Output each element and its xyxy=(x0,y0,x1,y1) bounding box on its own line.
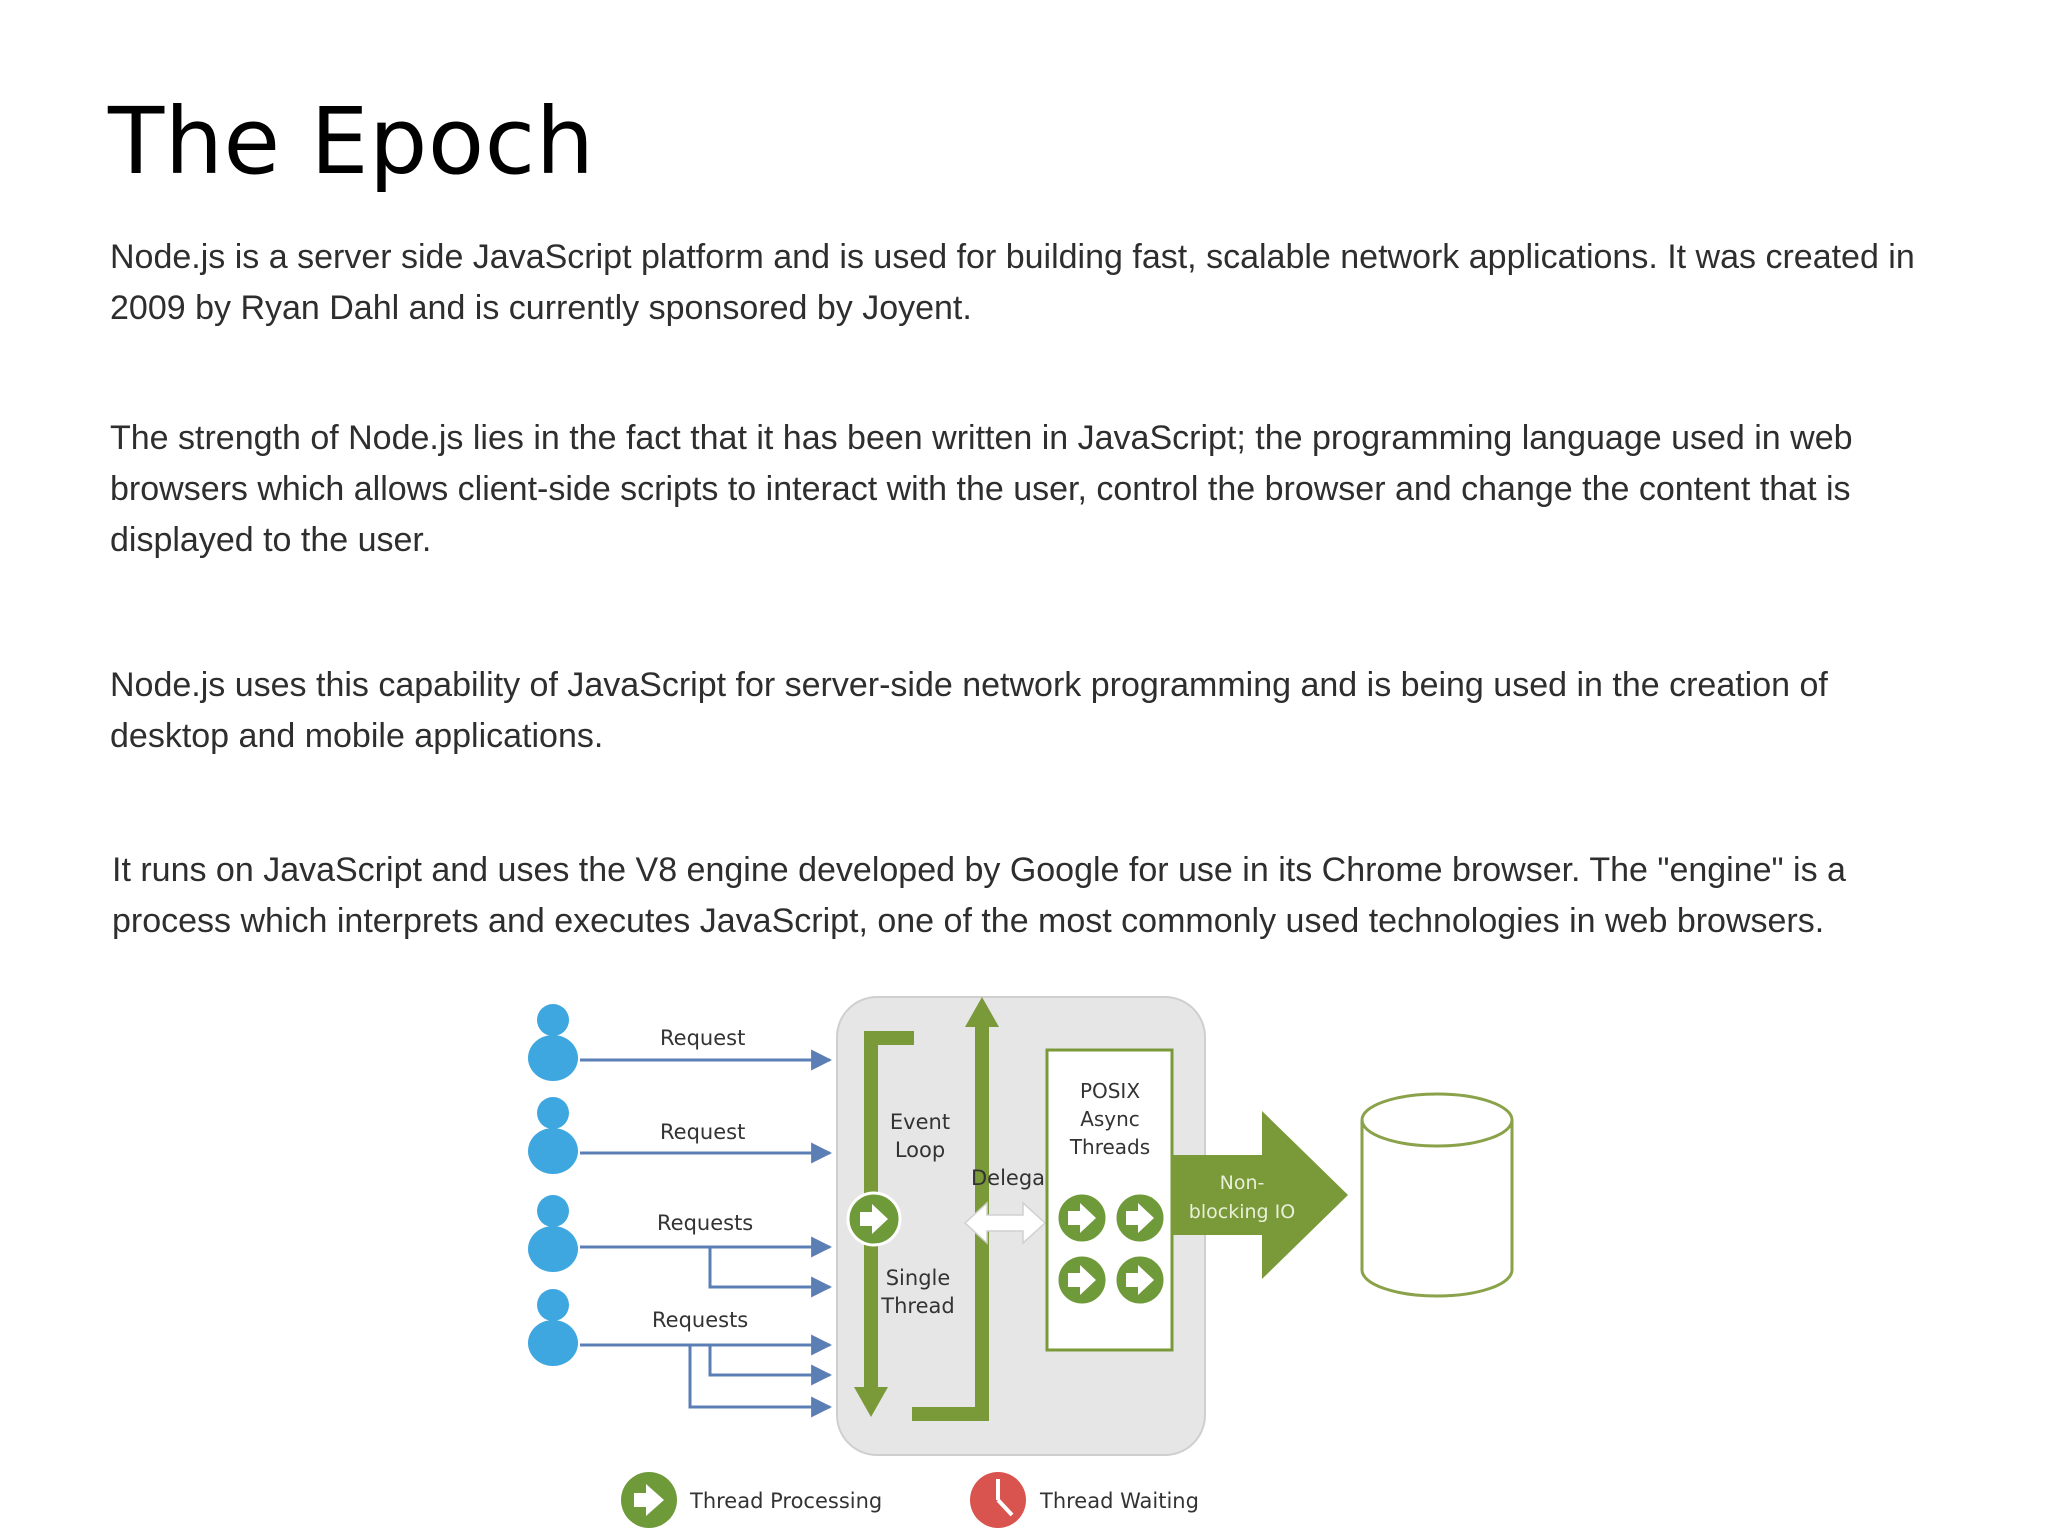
single-thread-label-line2: Thread xyxy=(880,1294,954,1318)
paragraph-capability: Node.js uses this capability of JavaScri… xyxy=(110,666,1828,755)
event-label-line1: Event xyxy=(890,1110,950,1134)
paragraph-v8-engine: It runs on JavaScript and uses the V8 en… xyxy=(112,851,1846,940)
posix-label-line2: Async xyxy=(1080,1107,1140,1131)
paragraph-strength: The strength of Node.js lies in the fact… xyxy=(110,419,1853,559)
user-icon-2 xyxy=(528,1097,578,1174)
non-blocking-label-line1: Non- xyxy=(1220,1172,1265,1194)
node-architecture-diagram: Request Request Requests Requests Event … xyxy=(528,996,1514,1528)
thread-processing-icon xyxy=(1055,1191,1109,1245)
delegate-arrow xyxy=(963,1201,1047,1245)
request-label-2: Request xyxy=(660,1120,745,1144)
thread-processing-icon xyxy=(1055,1253,1109,1307)
legend-thread-processing: Thread Processing xyxy=(689,1489,882,1513)
user-icon-4 xyxy=(528,1289,578,1366)
posix-label-line1: POSIX xyxy=(1080,1079,1140,1103)
slide-title: The Epoch xyxy=(108,88,595,195)
request-arrows xyxy=(580,1049,833,1418)
request-label-1: Request xyxy=(660,1026,745,1050)
single-thread-label-line1: Single xyxy=(886,1266,951,1290)
thread-waiting-legend-icon xyxy=(970,1472,1026,1528)
non-blocking-label-line2: blocking IO xyxy=(1189,1201,1295,1223)
posix-label-line3: Threads xyxy=(1069,1135,1150,1159)
thread-processing-icon xyxy=(1113,1253,1167,1307)
request-label-3: Requests xyxy=(657,1211,753,1235)
database-icon xyxy=(1360,1092,1514,1298)
thread-processing-icon-loop xyxy=(846,1191,902,1247)
non-blocking-io-arrow xyxy=(1172,1111,1348,1279)
user-icon-1 xyxy=(528,1004,578,1081)
user-icon-3 xyxy=(528,1195,578,1272)
event-label-line2: Loop xyxy=(895,1138,945,1162)
thread-processing-legend-icon xyxy=(621,1472,677,1528)
request-label-4: Requests xyxy=(652,1308,748,1332)
thread-processing-icon xyxy=(1113,1191,1167,1245)
posix-thread-icons xyxy=(1055,1191,1167,1307)
paragraph-intro: Node.js is a server side JavaScript plat… xyxy=(110,238,1915,327)
legend-thread-waiting: Thread Waiting xyxy=(1039,1489,1199,1513)
legend: Thread Processing Thread Waiting xyxy=(621,1472,1199,1528)
